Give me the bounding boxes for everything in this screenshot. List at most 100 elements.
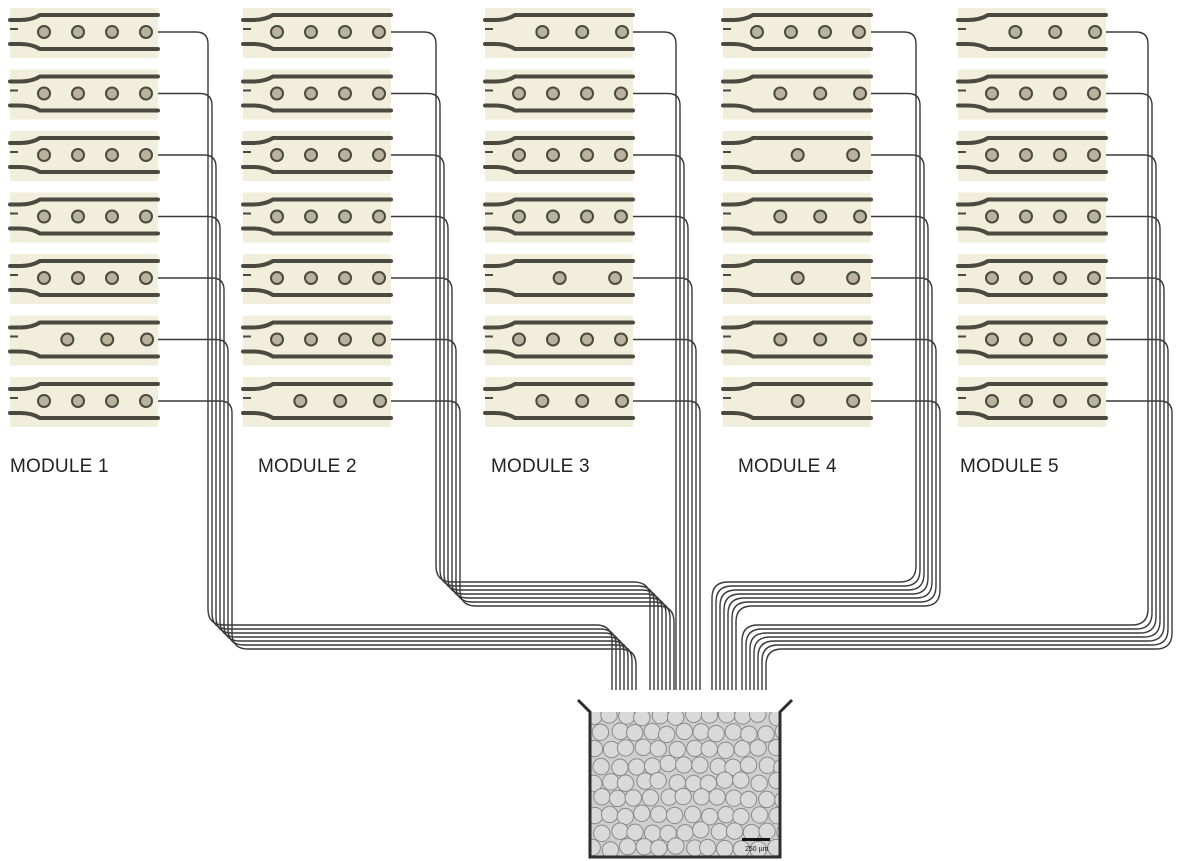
droplet-channel [241, 131, 393, 181]
scale-bar-label: 250 µm [745, 846, 769, 853]
outlet-tube [391, 92, 655, 690]
droplet-channel [8, 192, 160, 243]
droplet-channel [483, 69, 635, 120]
droplet-channel [241, 192, 393, 243]
droplet [105, 209, 119, 224]
emulsion-droplet [758, 822, 776, 840]
droplet [71, 209, 85, 224]
modules-layer [8, 8, 1108, 427]
droplet [304, 148, 318, 162]
outlet-tube [633, 154, 685, 690]
emulsion-droplet [700, 712, 719, 724]
emulsion-droplet [611, 758, 629, 777]
emulsion-droplet [641, 788, 660, 807]
module-5-channels [956, 8, 1108, 427]
droplet [372, 25, 386, 39]
channel-wall [721, 136, 873, 174]
outlet-tube [633, 400, 701, 690]
emulsion-droplet [625, 724, 644, 742]
emulsion-droplet [635, 837, 653, 856]
droplet [105, 86, 119, 101]
droplet [139, 209, 153, 224]
droplet-channel [956, 8, 1108, 58]
droplet-channel [241, 315, 393, 366]
droplet-channel [241, 254, 393, 304]
droplet [1087, 332, 1101, 347]
emulsion-droplet [593, 824, 611, 843]
droplet [105, 271, 119, 285]
droplet [37, 25, 51, 39]
droplet [790, 148, 805, 162]
droplet [372, 271, 386, 285]
droplet [270, 209, 284, 224]
emulsion-droplet [591, 723, 610, 741]
emulsion-droplet [600, 712, 618, 724]
module-4-label: MODULE 4 [738, 456, 837, 477]
droplet [1019, 394, 1033, 408]
emulsion-droplet [643, 722, 661, 741]
emulsion-droplet [628, 758, 646, 776]
emulsion-droplet [774, 723, 780, 740]
module-4-tubing [711, 31, 941, 690]
droplet [790, 271, 805, 285]
emulsion-droplet [593, 788, 611, 806]
droplet [614, 148, 628, 162]
channel-wall [8, 259, 160, 297]
droplet [813, 332, 828, 347]
emulsion-droplet [600, 805, 619, 824]
droplet [338, 25, 352, 39]
droplet [304, 25, 318, 39]
emulsion-droplet [650, 839, 668, 857]
droplet [846, 394, 861, 408]
droplet [853, 332, 868, 347]
outlet-tube [391, 400, 675, 690]
droplet [270, 271, 284, 285]
droplet [333, 394, 348, 408]
outlet-tube [391, 338, 671, 690]
emulsion-droplet [773, 758, 780, 776]
droplet [615, 394, 630, 408]
emulsion-droplet [750, 774, 768, 793]
emulsion-droplet [717, 741, 735, 760]
droplet-channel [956, 131, 1108, 181]
droplet [773, 209, 788, 224]
outlet-tube [391, 215, 663, 690]
channel-wall [241, 382, 393, 420]
droplet [139, 271, 153, 285]
outlet-tube [158, 400, 637, 690]
droplet [512, 86, 526, 101]
droplet-channel [483, 315, 635, 366]
emulsion-droplet [649, 739, 667, 758]
emulsion-droplet [592, 757, 610, 776]
droplet [1053, 209, 1067, 224]
emulsion-droplet [616, 807, 635, 826]
droplet [546, 209, 560, 224]
channel-wall [241, 320, 393, 359]
droplet [608, 271, 623, 285]
tubing-layer [158, 31, 1173, 690]
emulsion-droplet [768, 807, 780, 825]
droplet [580, 332, 594, 347]
emulsion-droplet [668, 740, 686, 759]
emulsion-droplet [643, 757, 662, 775]
emulsion-droplet [710, 823, 729, 841]
channel-wall [721, 197, 873, 236]
droplet [512, 332, 526, 347]
outlet-tube [731, 338, 937, 690]
droplet [846, 271, 861, 285]
droplet [512, 148, 526, 162]
droplet [338, 86, 352, 101]
outlet-tube [741, 31, 1149, 690]
emulsion-droplet [602, 773, 620, 791]
droplet [139, 394, 153, 408]
channel-wall [721, 74, 873, 113]
droplet-channel [721, 69, 873, 120]
droplet-channel [483, 131, 635, 181]
outlet-tube [715, 92, 921, 690]
droplet [535, 25, 550, 39]
outlet-tube [719, 154, 925, 690]
droplet [535, 394, 550, 408]
emulsion-droplet [739, 756, 758, 774]
channel-wall [956, 13, 1108, 51]
channel-wall [241, 13, 393, 51]
